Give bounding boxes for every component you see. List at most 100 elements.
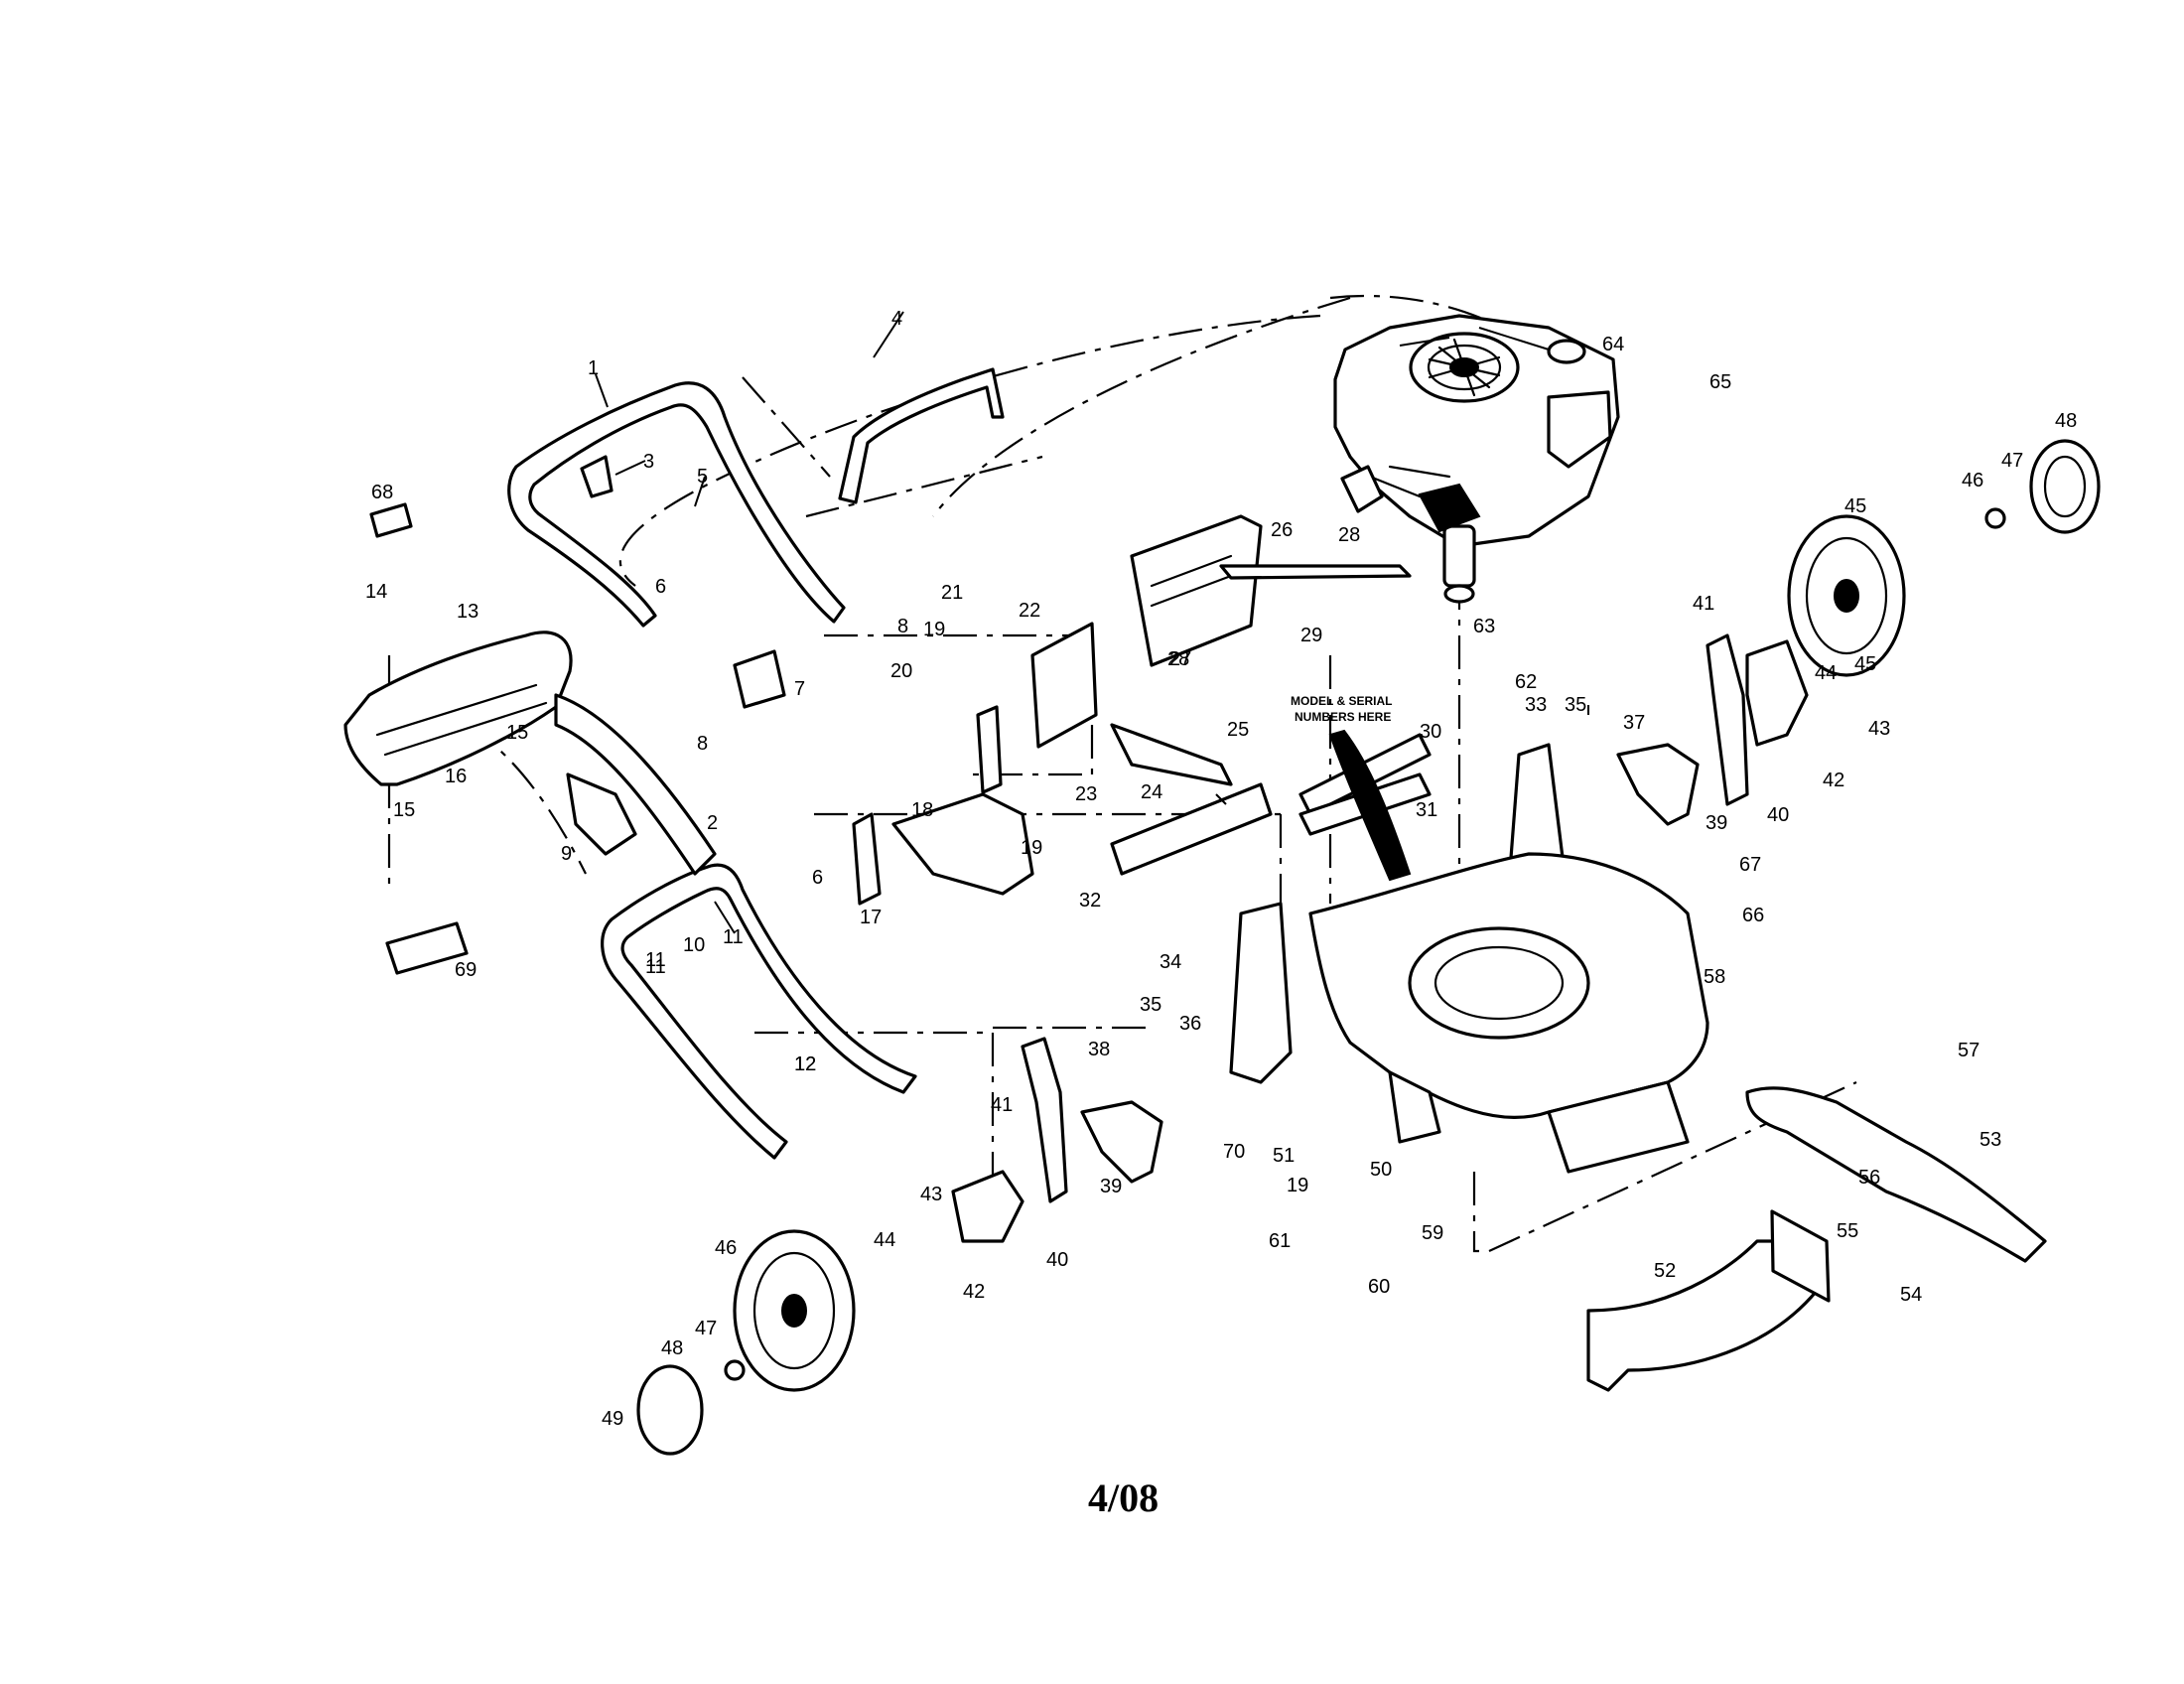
callout: 48 <box>661 1337 683 1359</box>
callout: 51 <box>1273 1145 1295 1167</box>
callout: 11 <box>723 926 744 948</box>
callout: 9 <box>561 843 572 865</box>
callout: 13 <box>457 601 478 623</box>
callout: 39 <box>1100 1176 1122 1197</box>
callout: 44 <box>1815 662 1837 684</box>
callout: 49 <box>602 1408 623 1430</box>
serial-number-note: MODEL & SERIAL NUMBERS HERE <box>1291 694 1412 882</box>
callout: 41 <box>1693 593 1714 615</box>
callouts: 1 2 3 4 5 6 6 7 8 8 9 10 11 11 11 12 12 … <box>365 308 2077 1430</box>
callout: 4 <box>891 308 902 330</box>
callout: 10 <box>683 934 705 956</box>
callout: 62 <box>1515 671 1537 693</box>
bag-frame <box>343 631 573 786</box>
upper-handle <box>507 381 846 628</box>
callout: 44 <box>874 1229 895 1251</box>
callout: 45 <box>1854 653 1876 675</box>
callout: 57 <box>1958 1040 1979 1061</box>
control-bail <box>838 367 1005 504</box>
callout: 12 <box>794 1053 816 1075</box>
callout: 27 <box>1169 648 1191 670</box>
callout: 7 <box>794 678 805 700</box>
rear-door <box>852 792 1034 906</box>
callout: 17 <box>860 907 882 928</box>
callout: 68 <box>371 482 393 503</box>
callout: 21 <box>941 582 963 604</box>
callout: 2 <box>707 812 718 834</box>
height-adjusters <box>951 633 1809 1243</box>
baffle <box>1586 1209 1831 1392</box>
callout: 26 <box>1271 519 1293 541</box>
callout: 23 <box>1075 783 1097 805</box>
callout: 47 <box>695 1318 717 1339</box>
callout: 28 <box>1338 524 1360 546</box>
callout: 43 <box>920 1184 942 1205</box>
callout: 25 <box>1227 719 1249 741</box>
blade <box>1745 1086 2047 1263</box>
callout: 35 <box>1565 694 1586 716</box>
callout: 1 <box>588 357 599 379</box>
callout: 19 <box>923 619 945 640</box>
callout: 63 <box>1473 616 1495 637</box>
callout: 59 <box>1422 1222 1443 1244</box>
callout: 34 <box>1160 951 1181 973</box>
callout: 6 <box>655 576 666 598</box>
callout: 18 <box>911 799 933 821</box>
callout: 65 <box>1709 371 1731 393</box>
callout: 3 <box>643 451 654 473</box>
callout: 67 <box>1739 854 1761 876</box>
callout: 41 <box>991 1094 1013 1116</box>
callout: 12 <box>794 1053 816 1075</box>
callout: 40 <box>1767 804 1789 826</box>
callout: 28 <box>1167 648 1189 670</box>
callout: 46 <box>1962 470 1983 491</box>
callout: 56 <box>1858 1167 1880 1189</box>
callout: 22 <box>1019 600 1040 622</box>
callout: 33 <box>1525 694 1547 716</box>
hub-caps <box>636 439 2101 1456</box>
leader-lines <box>595 311 1589 934</box>
serial-note-line-2: NUMBERS HERE <box>1295 710 1391 724</box>
callout: 37 <box>1623 712 1645 734</box>
callout: 40 <box>1046 1249 1068 1271</box>
callout: 43 <box>1868 718 1890 740</box>
callout: 55 <box>1837 1220 1858 1242</box>
callout: 70 <box>1223 1141 1245 1163</box>
callout: 8 <box>697 733 708 755</box>
engine <box>1333 314 1620 604</box>
callout: 54 <box>1900 1284 1922 1306</box>
lower-handle <box>601 863 917 1160</box>
callout: 11 <box>645 956 666 978</box>
callout: 31 <box>1416 799 1437 821</box>
callout: 39 <box>1706 812 1727 834</box>
callout: 60 <box>1368 1276 1390 1298</box>
wheels <box>733 514 1906 1392</box>
callout: 19 <box>1287 1175 1308 1196</box>
grass-bag <box>554 693 717 876</box>
callout: 61 <box>1269 1230 1291 1252</box>
bracket-assembly <box>976 514 1567 1084</box>
callout: 38 <box>1088 1039 1110 1060</box>
callout: 42 <box>963 1281 985 1303</box>
callout: 32 <box>1079 890 1101 912</box>
callout: 6 <box>812 867 823 889</box>
callout: 58 <box>1704 966 1725 988</box>
callout: 66 <box>1742 905 1764 926</box>
serial-note-line-1: MODEL & SERIAL <box>1291 694 1392 708</box>
page-code: 4/08 <box>1088 1475 1160 1520</box>
callout: 36 <box>1179 1013 1201 1035</box>
mower-deck <box>1308 852 1709 1174</box>
callout: 64 <box>1602 334 1624 355</box>
callout: 19 <box>1021 837 1042 859</box>
callout: 48 <box>2055 410 2077 432</box>
callout: 30 <box>1420 721 1441 743</box>
callout: 69 <box>455 959 477 981</box>
callout: 5 <box>697 466 708 488</box>
callout: 16 <box>445 766 467 787</box>
callout: 45 <box>1844 495 1866 517</box>
callout: 50 <box>1370 1159 1392 1181</box>
callout: 53 <box>1979 1129 2001 1151</box>
callout: 46 <box>715 1237 737 1259</box>
callout: 15 <box>506 722 528 744</box>
